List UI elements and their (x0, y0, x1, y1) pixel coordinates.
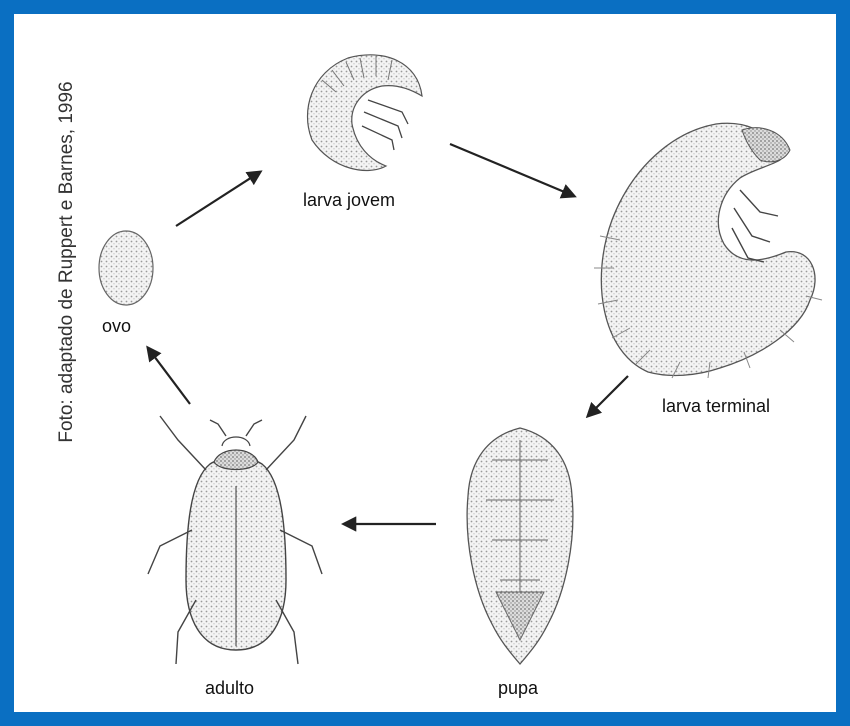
terminal-larva-illustration (594, 123, 822, 378)
arrow-terminal-larva-to-pupa (588, 376, 628, 416)
pupa-illustration (467, 428, 573, 664)
label-adult: adulto (205, 678, 254, 699)
arrow-egg-to-young-larva (176, 172, 260, 226)
egg-illustration (99, 231, 153, 305)
label-young-larva: larva jovem (303, 190, 395, 211)
arrow-adult-to-egg (148, 348, 190, 404)
label-pupa: pupa (498, 678, 538, 699)
label-egg: ovo (102, 316, 131, 337)
arrow-young-to-terminal-larva (450, 144, 574, 196)
adult-beetle-illustration (148, 416, 322, 664)
label-terminal-larva: larva terminal (662, 396, 770, 417)
young-larva-illustration (308, 55, 423, 171)
